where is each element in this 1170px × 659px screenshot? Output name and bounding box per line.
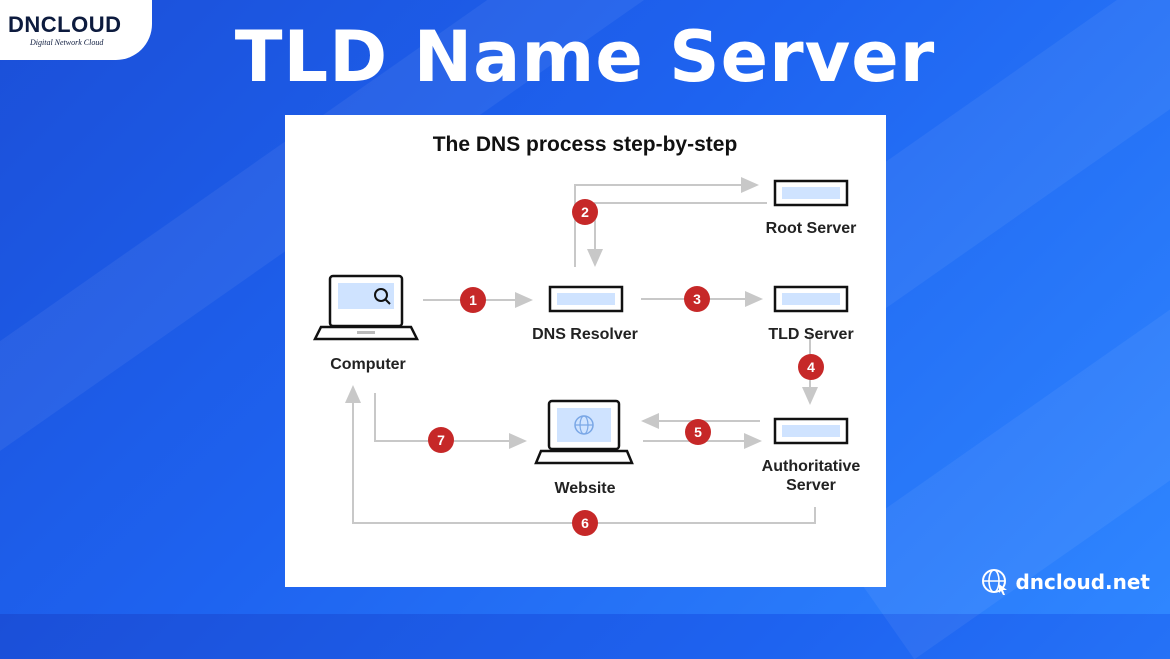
arrow-step-2-back [587, 202, 767, 267]
logo-tagline: Digital Network Cloud [30, 38, 104, 47]
svg-text:1: 1 [469, 292, 477, 308]
step-badge-1: 1 [460, 287, 486, 313]
step-badge-2: 2 [572, 199, 598, 225]
step-badge-5: 5 [685, 419, 711, 445]
node-label-computer: Computer [330, 356, 406, 373]
page-title: TLD Name Server [234, 16, 936, 98]
svg-text:7: 7 [437, 432, 445, 448]
node-label-resolver: DNS Resolver [532, 326, 638, 343]
footer-brand[interactable]: dncloud.net [981, 568, 1150, 596]
computer-icon [312, 274, 420, 341]
website-laptop-icon [534, 399, 634, 465]
svg-text:5: 5 [694, 424, 702, 440]
diagram-heading: The DNS process step-by-step [433, 133, 738, 156]
brand-logo[interactable]: DNCLOUD Digital Network Cloud [0, 0, 152, 60]
dns-diagram: The DNS process step-by-step Computer [312, 133, 861, 536]
step-badge-4: 4 [798, 354, 824, 380]
authoritative-server-icon [773, 417, 849, 445]
step-badge-3: 3 [684, 286, 710, 312]
node-label-tld: TLD Server [768, 326, 853, 343]
arrow-step-7 [374, 393, 527, 449]
svg-text:6: 6 [581, 515, 589, 531]
node-label-authoritative-1: Authoritative [762, 458, 861, 475]
step-badge-7: 7 [428, 427, 454, 453]
root-server-icon [773, 179, 849, 207]
arrow-step-2-out [574, 177, 759, 267]
diagram-panel: The DNS process step-by-step Computer [285, 115, 886, 587]
node-label-root: Root Server [766, 220, 857, 237]
tld-server-icon [773, 285, 849, 313]
svg-text:3: 3 [693, 291, 701, 307]
dns-resolver-server-icon [548, 285, 624, 313]
node-label-authoritative-2: Server [786, 477, 836, 494]
svg-text:2: 2 [581, 204, 589, 220]
globe-icon [982, 569, 1008, 595]
logo-text: DNCLOUD [8, 12, 122, 37]
footer-site-text: dncloud.net [1015, 570, 1150, 594]
step-badge-6: 6 [572, 510, 598, 536]
svg-text:4: 4 [807, 359, 815, 375]
flow-arrows [345, 177, 818, 524]
node-label-website: Website [554, 480, 615, 497]
